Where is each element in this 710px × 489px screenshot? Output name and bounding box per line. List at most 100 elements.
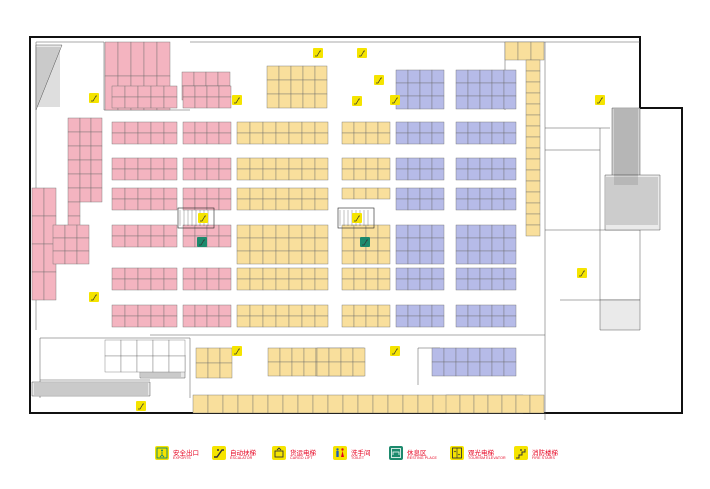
shop-unit <box>341 187 355 200</box>
shop-unit <box>206 304 220 317</box>
shop-unit <box>353 267 367 280</box>
shop-unit <box>407 187 421 200</box>
shop-unit <box>314 187 329 200</box>
shop-unit <box>503 187 517 200</box>
shop-unit <box>111 187 126 200</box>
shop-unit <box>301 278 316 291</box>
shop-unit <box>525 92 541 105</box>
shop-unit <box>218 132 232 145</box>
shop-unit <box>278 65 292 81</box>
shop-unit <box>302 79 316 95</box>
shop-unit <box>314 237 329 252</box>
shop-unit <box>341 157 355 170</box>
shop-unit <box>163 121 178 134</box>
shop-unit <box>314 93 328 109</box>
shop-unit <box>218 235 232 248</box>
legend-cargo-lift-en: CARGO LIFT <box>290 456 313 460</box>
shop-unit <box>407 198 421 211</box>
shop-unit <box>249 278 264 291</box>
cargo-lift-icon <box>272 446 286 460</box>
yellow-south-west <box>195 347 233 379</box>
shop-unit <box>525 136 541 149</box>
shop-unit <box>124 121 139 134</box>
shop-unit <box>124 132 139 145</box>
shop-unit <box>150 235 165 248</box>
shop-unit <box>407 82 421 97</box>
shop-unit <box>237 394 254 414</box>
shop-unit <box>104 355 122 373</box>
shop-unit <box>218 85 232 98</box>
shop-unit <box>503 250 517 265</box>
shop-unit <box>455 267 469 280</box>
shop-unit <box>395 198 409 211</box>
shop-unit <box>218 121 232 134</box>
shop-unit <box>236 315 251 328</box>
shop-unit <box>291 361 305 377</box>
shop-unit <box>120 355 138 373</box>
shop-unit <box>341 315 355 328</box>
shop-unit <box>252 394 269 414</box>
shop-unit <box>503 224 517 239</box>
shop-unit <box>491 198 505 211</box>
shop-unit <box>455 224 469 239</box>
shop-unit <box>479 347 493 363</box>
yellow-south-block-2 <box>316 347 366 377</box>
shop-unit <box>341 278 355 291</box>
shop-unit <box>275 224 290 239</box>
shop-unit <box>182 96 196 109</box>
shop-unit <box>90 145 103 161</box>
blue-row-block <box>395 304 445 328</box>
shop-unit <box>491 304 505 317</box>
pink-row-block <box>182 121 232 145</box>
shop-unit <box>419 278 433 291</box>
shop-unit <box>150 278 165 291</box>
fire-stairs-marker <box>595 95 605 105</box>
shop-unit <box>182 315 196 328</box>
yellow-mid-block <box>341 187 391 200</box>
shop-unit <box>266 79 280 95</box>
shop-unit <box>137 224 152 237</box>
fire-stairs-marker <box>390 346 400 356</box>
shop-unit <box>288 157 303 170</box>
shop-unit <box>353 121 367 134</box>
shop-unit <box>124 235 139 248</box>
shop-unit <box>479 121 493 134</box>
shop-unit <box>419 168 433 181</box>
shop-unit <box>395 224 409 239</box>
shop-unit <box>249 267 264 280</box>
shop-unit <box>402 394 419 414</box>
shop-unit <box>314 198 329 211</box>
shop-unit <box>90 117 103 133</box>
shop-unit <box>503 82 517 97</box>
shop-unit <box>182 235 196 248</box>
rest-area-marker <box>197 237 207 247</box>
shop-unit <box>301 132 316 145</box>
shop-unit <box>137 168 152 181</box>
shop-unit <box>236 157 251 170</box>
shop-unit <box>124 168 139 181</box>
shop-unit <box>503 157 517 170</box>
blue-row-block <box>455 121 517 145</box>
shop-unit <box>365 250 379 265</box>
shop-unit <box>352 361 366 377</box>
shop-unit <box>218 267 232 280</box>
shop-unit <box>365 168 379 181</box>
shop-unit <box>301 168 316 181</box>
shop-unit <box>291 347 305 363</box>
shop-unit <box>111 304 126 317</box>
shop-unit <box>467 157 481 170</box>
shop-unit <box>163 235 178 248</box>
shop-unit <box>137 187 152 200</box>
shop-unit <box>111 157 126 170</box>
shop-unit <box>52 224 66 239</box>
shop-unit <box>288 267 303 280</box>
shop-unit <box>301 224 316 239</box>
yellow-mid-block <box>341 224 391 265</box>
shop-unit <box>76 250 90 265</box>
shop-unit <box>163 187 178 200</box>
shop-unit <box>194 267 208 280</box>
shop-unit <box>431 198 445 211</box>
shop-unit <box>357 394 374 414</box>
shop-unit <box>341 267 355 280</box>
shop-unit <box>150 267 165 280</box>
